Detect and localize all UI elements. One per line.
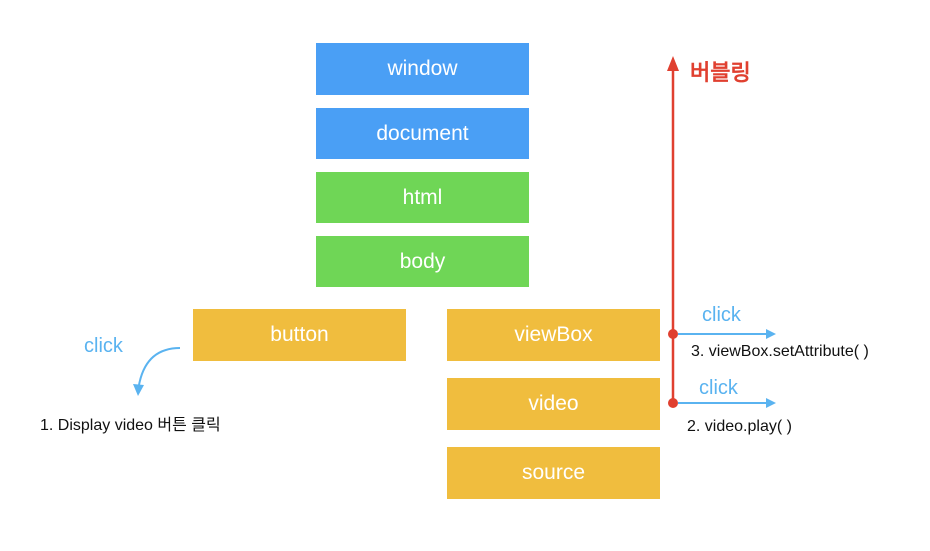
node-source: source [447, 447, 660, 499]
viewbox-click-arrowhead [766, 329, 776, 339]
click-label-video: click [699, 377, 738, 399]
node-video: video [447, 378, 660, 430]
node-document-label: document [376, 121, 469, 145]
click-label-viewbox: click [702, 304, 741, 326]
video-dispatch-dot [668, 398, 678, 408]
video-click-arrowhead [766, 398, 776, 408]
node-html: html [316, 172, 529, 223]
step3-label: 3. viewBox.setAttribute( ) [691, 343, 869, 360]
bubbling-label: 버블링 [690, 60, 751, 85]
node-window-label: window [387, 57, 458, 80]
node-viewbox-label: viewBox [514, 323, 593, 346]
node-source-label: source [521, 461, 586, 484]
button-click-curve [138, 347, 181, 386]
node-window: window [316, 43, 529, 95]
node-viewbox: viewBox [447, 309, 660, 361]
node-video-label: video [528, 392, 579, 415]
click-label-button: click [84, 335, 123, 357]
viewbox-dispatch-dot [668, 329, 678, 339]
step1-label: 1. Display video 버튼 클릭 [40, 417, 221, 434]
node-document: document [316, 108, 529, 159]
node-button: button [193, 309, 406, 361]
node-html-label: html [402, 185, 443, 209]
step2-label: 2. video.play( ) [687, 418, 792, 435]
node-body: body [316, 236, 529, 287]
button-click-arrowhead [133, 384, 144, 396]
node-button-label: button [270, 323, 329, 346]
node-body-label: body [399, 249, 446, 273]
bubbling-arrowhead [667, 56, 679, 71]
